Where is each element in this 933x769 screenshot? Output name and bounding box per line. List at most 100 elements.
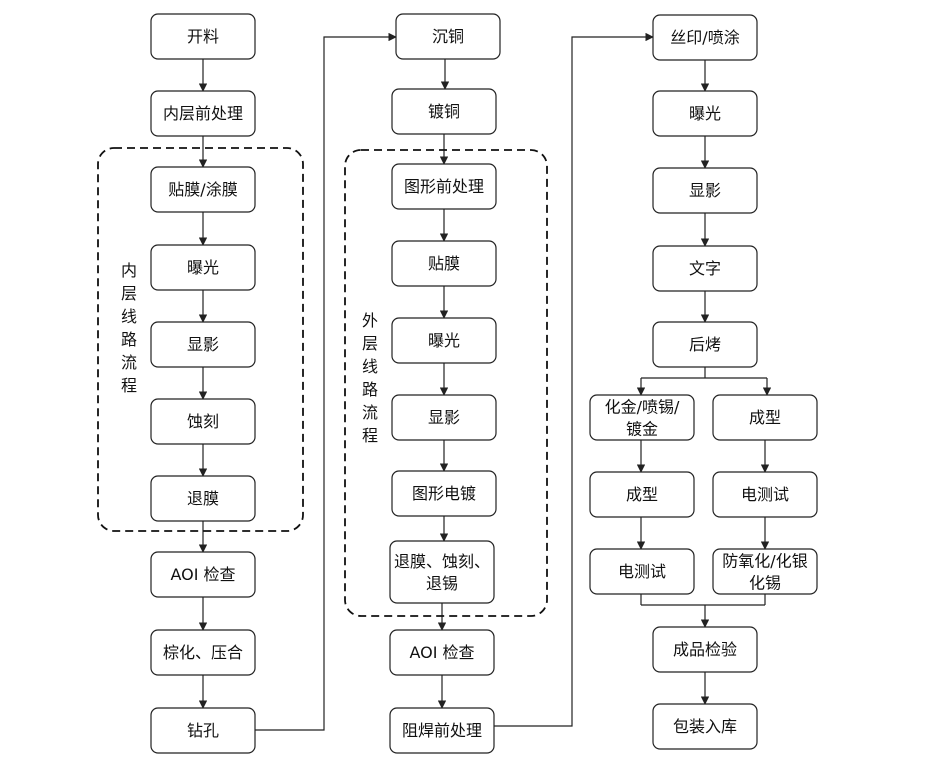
box-screen-print-spray-frame <box>652 14 758 61</box>
box-drilling-label: 钻孔 <box>187 721 219 740</box>
box-inner-developing-label: 显影 <box>187 335 219 354</box>
box-packing-storage-label: 包装入库 <box>673 717 737 736</box>
box-left-e-test-label: 电测试 <box>618 562 666 581</box>
box-pattern-pretreatment-frame <box>391 163 497 210</box>
connector-layer <box>198 32 772 731</box>
outer-layer-group-outline <box>344 149 548 617</box>
box-inner-developing: 显影 <box>150 321 256 368</box>
box-inner-lamination: 贴膜/涂膜 <box>150 166 256 213</box>
box-inner-pretreatment-label: 内层前处理 <box>163 104 243 123</box>
box-outer-aoi-frame <box>389 629 495 676</box>
box-drilling-frame <box>150 707 256 754</box>
box-surface-finish: 化金/喷锡/镀金 <box>589 394 695 441</box>
box-outer-developing-frame <box>391 394 497 441</box>
box-post-bake-frame <box>652 321 758 368</box>
box-inner-stripping: 退膜 <box>150 475 256 522</box>
box-mask-exposure-frame <box>652 90 758 137</box>
box-inner-etching: 蚀刻 <box>150 398 256 445</box>
box-browning-pressing-frame <box>150 629 256 676</box>
connector-9 <box>255 32 397 731</box>
box-surface-finish-frame <box>589 394 695 441</box>
box-right-routing-label: 成型 <box>749 408 781 427</box>
box-inner-lamination-frame <box>150 166 256 213</box>
box-left-routing: 成型 <box>589 471 695 518</box>
box-osp-immersion-label: 防氧化/化银化锡 <box>722 551 807 592</box>
box-screen-print-spray-label: 丝印/喷涂 <box>670 28 739 47</box>
box-legend-printing-frame <box>652 245 758 292</box>
box-surface-finish-label: 化金/喷锡/镀金 <box>605 397 680 438</box>
box-final-inspection-label: 成品检验 <box>673 640 737 659</box>
box-right-e-test-label: 电测试 <box>741 485 789 504</box>
inner-layer-group-label: 内层线路流程 <box>121 261 137 395</box>
box-final-inspection: 成品检验 <box>652 626 758 673</box>
box-mask-developing-frame <box>652 167 758 214</box>
box-inner-aoi-frame <box>150 551 256 598</box>
box-outer-aoi: AOI 检查 <box>389 629 495 676</box>
box-screen-print-spray: 丝印/喷涂 <box>652 14 758 61</box>
box-post-bake: 后烤 <box>652 321 758 368</box>
outer-layer-group-label: 外层线路流程 <box>362 311 378 445</box>
box-outer-developing-label: 显影 <box>428 408 460 427</box>
box-pattern-pretreatment: 图形前处理 <box>391 163 497 210</box>
box-electroless-copper-frame <box>395 13 501 60</box>
box-mask-developing-label: 显影 <box>689 181 721 200</box>
box-cutting: 开料 <box>150 13 256 60</box>
box-inner-exposure: 曝光 <box>150 244 256 291</box>
box-inner-stripping-label: 退膜 <box>187 489 219 508</box>
box-pattern-plating: 图形电镀 <box>391 470 497 517</box>
box-outer-exposure-frame <box>391 317 497 364</box>
box-left-e-test: 电测试 <box>589 548 695 595</box>
box-right-e-test-frame <box>712 471 818 518</box>
box-left-routing-label: 成型 <box>626 485 658 504</box>
box-left-routing-frame <box>589 471 695 518</box>
box-cutting-label: 开料 <box>187 27 219 46</box>
box-inner-developing-frame <box>150 321 256 368</box>
box-inner-lamination-label: 贴膜/涂膜 <box>168 180 237 199</box>
box-browning-pressing-label: 棕化、压合 <box>163 643 243 662</box>
box-inner-exposure-frame <box>150 244 256 291</box>
box-mask-exposure-label: 曝光 <box>689 104 721 123</box>
box-inner-etching-frame <box>150 398 256 445</box>
box-left-e-test-frame <box>589 548 695 595</box>
box-osp-immersion: 防氧化/化银化锡 <box>712 548 818 595</box>
box-osp-immersion-frame <box>712 548 818 595</box>
box-outer-exposure: 曝光 <box>391 317 497 364</box>
box-packing-storage-frame <box>652 703 758 750</box>
box-copper-plating-frame <box>391 88 497 135</box>
box-legend-printing: 文字 <box>652 245 758 292</box>
box-strip-etch-tinstrip-frame <box>389 540 495 604</box>
box-right-e-test: 电测试 <box>712 471 818 518</box>
box-inner-aoi-label: AOI 检查 <box>170 565 235 584</box>
box-inner-pretreatment: 内层前处理 <box>150 90 256 137</box>
box-pattern-plating-frame <box>391 470 497 517</box>
box-packing-storage: 包装入库 <box>652 703 758 750</box>
box-electroless-copper-label: 沉铜 <box>432 27 464 46</box>
box-outer-lamination-label: 贴膜 <box>428 254 460 273</box>
box-electroless-copper: 沉铜 <box>395 13 501 60</box>
box-copper-plating-label: 镀铜 <box>428 102 460 121</box>
box-legend-printing-label: 文字 <box>689 259 721 278</box>
box-right-routing: 成型 <box>712 394 818 441</box>
box-pattern-plating-label: 图形电镀 <box>412 484 476 503</box>
box-right-routing-frame <box>712 394 818 441</box>
box-strip-etch-tinstrip-label: 退膜、蚀刻、退锡 <box>394 552 490 593</box>
box-mask-exposure: 曝光 <box>652 90 758 137</box>
box-outer-developing: 显影 <box>391 394 497 441</box>
box-inner-exposure-label: 曝光 <box>187 258 219 277</box>
box-inner-aoi: AOI 检查 <box>150 551 256 598</box>
box-outer-lamination-frame <box>391 240 497 287</box>
box-mask-developing: 显影 <box>652 167 758 214</box>
box-outer-aoi-label: AOI 检查 <box>409 643 474 662</box>
box-copper-plating: 镀铜 <box>391 88 497 135</box>
box-pattern-pretreatment-label: 图形前处理 <box>404 177 484 196</box>
box-post-bake-label: 后烤 <box>689 335 721 354</box>
box-solder-mask-pretreat: 阻焊前处理 <box>389 707 495 754</box>
connector-19 <box>494 32 654 727</box>
box-browning-pressing: 棕化、压合 <box>150 629 256 676</box>
box-cutting-frame <box>150 13 256 60</box>
box-outer-exposure-label: 曝光 <box>428 331 460 350</box>
box-solder-mask-pretreat-frame <box>389 707 495 754</box>
box-drilling: 钻孔 <box>150 707 256 754</box>
